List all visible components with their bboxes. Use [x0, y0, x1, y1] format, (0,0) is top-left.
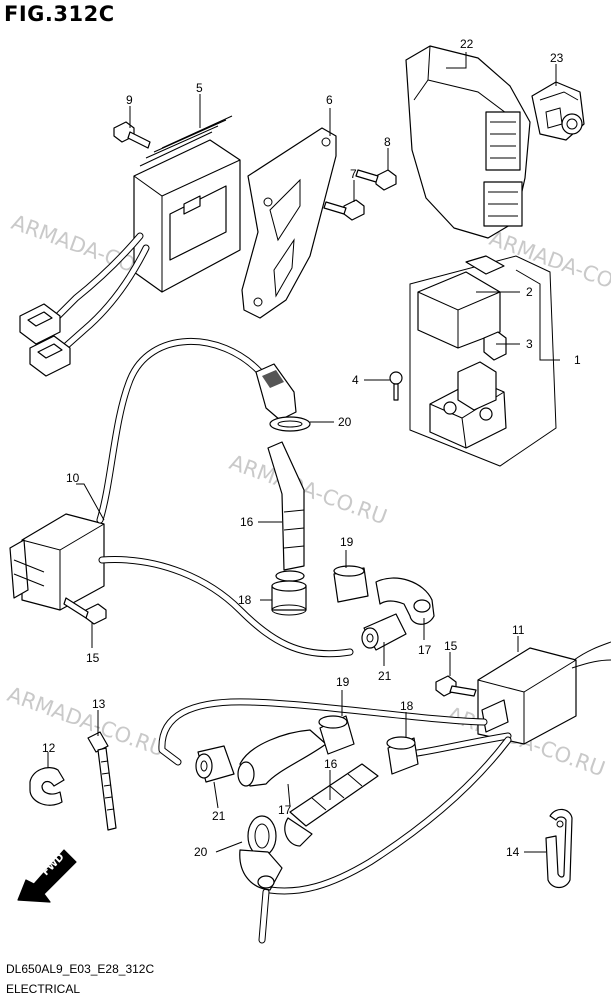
- callout-14: 14: [506, 845, 520, 859]
- callout-6: 6: [326, 93, 333, 107]
- figure-code: DL650AL9_E03_E28_312C: [6, 962, 155, 976]
- grommet: [361, 613, 407, 651]
- callout-10: 10: [66, 471, 80, 485]
- callouts: 1 2 3 4 5 6 7 8 9 10 11 12 13 14 15 15 1…: [42, 37, 581, 859]
- callout-19: 19: [340, 535, 354, 549]
- spark-plug-cap: [239, 815, 283, 891]
- callout-17: 17: [418, 643, 432, 657]
- callout-7: 7: [350, 167, 357, 181]
- cable-clamp: [29, 767, 65, 806]
- seal-ring: [333, 565, 369, 603]
- callout-9: 9: [126, 93, 133, 107]
- callout-16: 16: [324, 757, 338, 771]
- seal-ring: [271, 580, 307, 616]
- callout-12: 12: [42, 741, 56, 755]
- callout-16: 16: [240, 515, 254, 529]
- callout-1: 1: [574, 353, 581, 367]
- bolt: [323, 199, 365, 221]
- leader-lines: [47, 52, 560, 853]
- callout-3: 3: [526, 337, 533, 351]
- callout-21: 21: [212, 809, 226, 823]
- callout-20: 20: [194, 845, 208, 859]
- bolt: [113, 121, 151, 149]
- elbow-cap: [237, 729, 327, 787]
- plug-cap-tube: [267, 441, 305, 582]
- high-tension-lead: [96, 338, 264, 524]
- wire-clip: [545, 808, 573, 889]
- callout-19: 19: [336, 675, 350, 689]
- cable-tie: [87, 731, 117, 831]
- callout-2: 2: [526, 285, 533, 299]
- mounting-bracket: [241, 127, 337, 319]
- plug-cap-tube: [284, 763, 379, 847]
- bolt: [435, 675, 477, 697]
- spark-plug-cap: [255, 363, 311, 432]
- seal-ring: [386, 736, 419, 775]
- screw: [389, 371, 403, 401]
- callout-15: 15: [86, 651, 100, 665]
- elbow-cap: [375, 577, 435, 625]
- figure-title: FIG.312C: [4, 2, 115, 26]
- callout-13: 13: [92, 697, 106, 711]
- callout-17: 17: [278, 803, 292, 817]
- callout-15: 15: [444, 639, 458, 653]
- callout-5: 5: [196, 81, 203, 95]
- callout-11: 11: [512, 623, 525, 637]
- bolt: [355, 169, 397, 191]
- section-name: ELECTRICAL: [6, 982, 81, 996]
- callout-18: 18: [238, 593, 252, 607]
- ecm-unit: [405, 45, 531, 239]
- callout-8: 8: [384, 135, 391, 149]
- callout-22: 22: [460, 37, 474, 51]
- regulator-plug: [19, 303, 71, 377]
- callout-20: 20: [338, 415, 352, 429]
- callout-18: 18: [400, 699, 414, 713]
- ignition-coil-front: [477, 641, 611, 745]
- watermark: ARMADA-CO.RU: [486, 226, 611, 305]
- callout-23: 23: [550, 51, 564, 65]
- watermark: ARMADA-CO.RU: [4, 682, 168, 761]
- starter-relay-assembly: [409, 255, 557, 467]
- bolt: [63, 597, 107, 625]
- callout-21: 21: [378, 669, 392, 683]
- callout-4: 4: [352, 373, 359, 387]
- grommet: [195, 745, 235, 783]
- forward-arrow: FWD: [17, 849, 77, 903]
- ignition-coil-rear: [9, 513, 105, 611]
- seal-ring: [318, 715, 355, 755]
- ecm-connector: [531, 81, 585, 141]
